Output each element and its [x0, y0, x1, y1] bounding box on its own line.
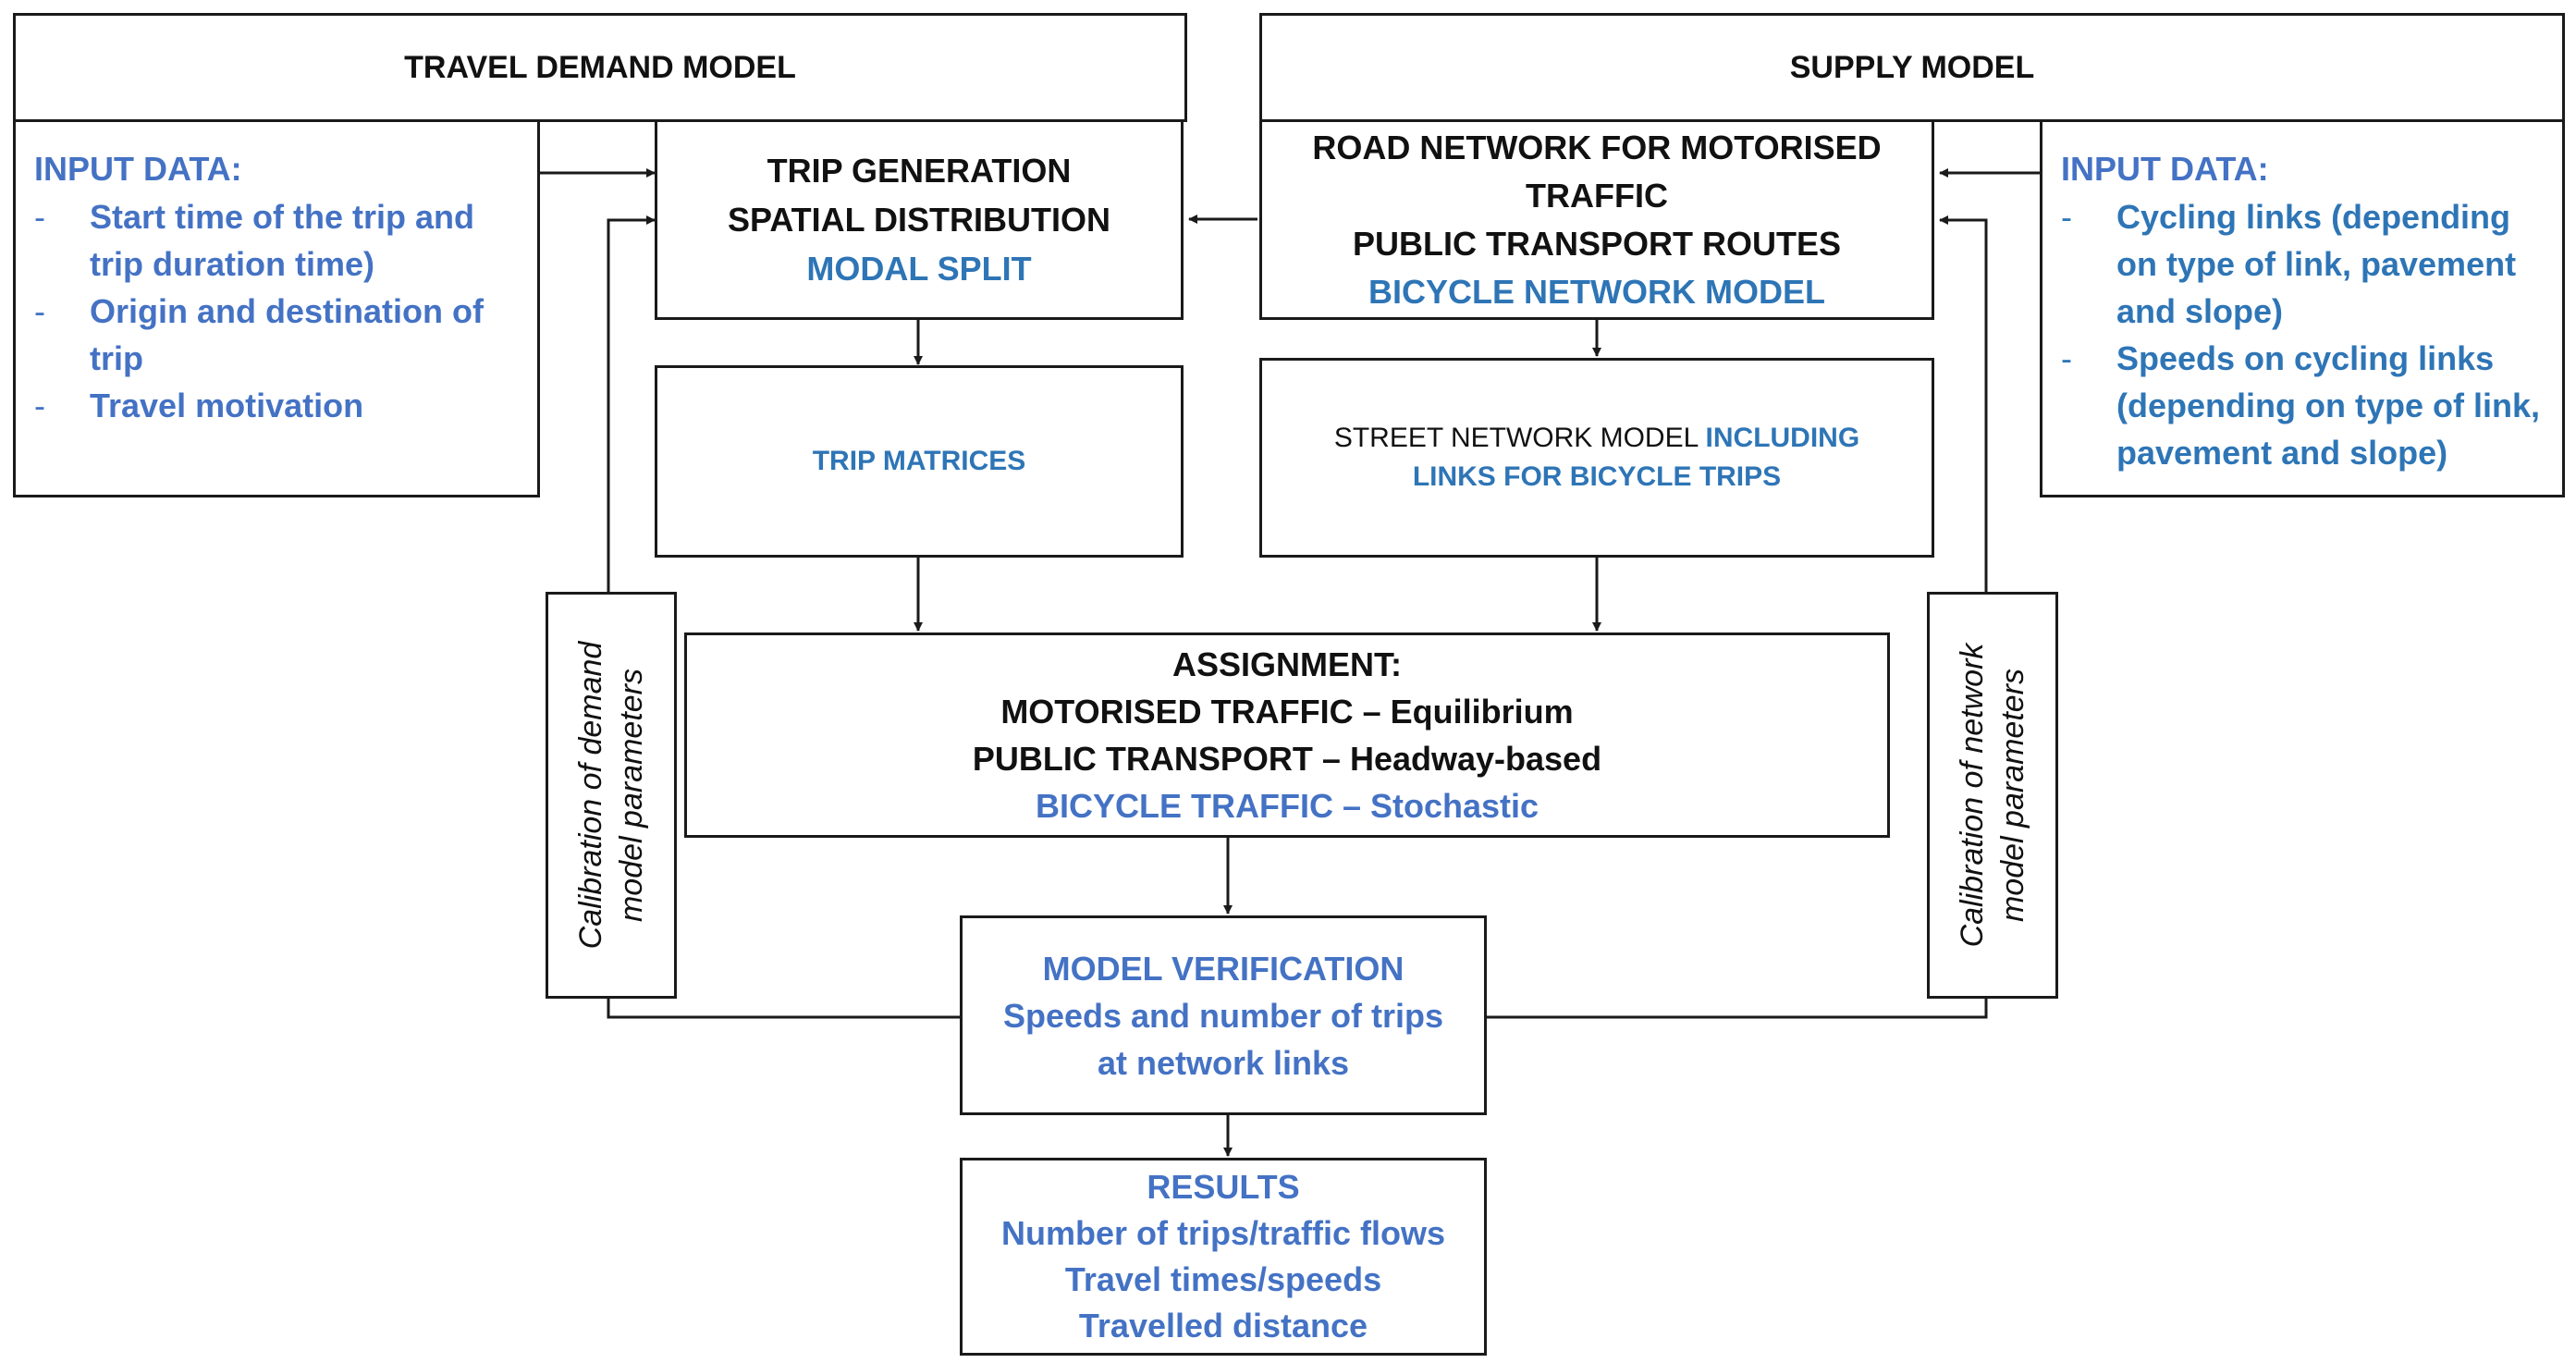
loop-network-calibration-up — [1939, 215, 1988, 592]
demand-input-item: Origin and destination of trip — [34, 288, 515, 382]
modal-split-label: MODAL SPLIT — [806, 250, 1032, 288]
loop-demand-calibration — [607, 997, 960, 1019]
demand-input-title: INPUT DATA: — [34, 150, 242, 188]
results-times: Travel times/speeds — [1064, 1260, 1382, 1298]
calibration-demand-label: Calibration of demand model parameters — [573, 641, 649, 950]
supply-model-title: SUPPLY MODEL — [1789, 49, 2035, 85]
street-network-label: STREET NETWORK MODEL — [1333, 423, 1706, 453]
trip-generation-box: TRIP GENERATION SPATIAL DISTRIBUTION MOD… — [655, 119, 1184, 320]
verification-links: at network links — [1097, 1043, 1350, 1082]
travel-demand-model-title: TRAVEL DEMAND MODEL — [404, 49, 796, 85]
calibration-demand-box: Calibration of demand model parameters — [546, 592, 677, 999]
road-network-line1: ROAD NETWORK FOR MOTORISED — [1312, 128, 1882, 166]
results-trips: Number of trips/traffic flows — [1000, 1214, 1446, 1252]
bicycle-links-label: INCLUDING LINKS FOR BICYCLE TRIPS — [1412, 423, 1860, 492]
loop-network-calibration — [1487, 997, 1988, 1019]
supply-input-title: INPUT DATA: — [2061, 150, 2269, 188]
loop-demand-calibration-up — [607, 215, 656, 592]
public-transport-routes-label: PUBLIC TRANSPORT ROUTES — [1352, 224, 1841, 263]
assignment-motorised: MOTORISED TRAFFIC – Equilibrium — [1000, 693, 1574, 731]
results-distance: Travelled distance — [1078, 1307, 1368, 1345]
trip-generation-label: TRIP GENERATION — [767, 152, 1072, 190]
road-network-box: ROAD NETWORK FOR MOTORISED TRAFFIC PUBLI… — [1259, 119, 1934, 320]
travel-demand-model-header: TRAVEL DEMAND MODEL — [13, 13, 1187, 122]
road-network-line2: TRAFFIC — [1526, 176, 1668, 215]
spatial-distribution-label: SPATIAL DISTRIBUTION — [728, 201, 1110, 239]
assignment-bicycle: BICYCLE TRAFFIC – Stochastic — [1035, 787, 1539, 825]
model-verification-title: MODEL VERIFICATION — [1042, 949, 1405, 988]
demand-input-item: Start time of the trip and trip duration… — [34, 193, 515, 288]
results-title: RESULTS — [1147, 1168, 1300, 1206]
assignment-title: ASSIGNMENT: — [1171, 645, 1402, 683]
verification-speeds: Speeds and number of trips — [1002, 996, 1444, 1035]
bicycle-network-model-label: BICYCLE NETWORK MODEL — [1368, 272, 1825, 311]
trip-matrices-label: TRIP MATRICES — [812, 446, 1026, 476]
calibration-network-box: Calibration of network model parameters — [1927, 592, 2058, 999]
supply-input-list: Cycling links (depending on type of link… — [2061, 193, 2562, 476]
demand-input-item: Travel motivation — [34, 382, 515, 429]
assignment-box: ASSIGNMENT: MOTORISED TRAFFIC – Equilibr… — [684, 632, 1890, 838]
assignment-public-transport: PUBLIC TRANSPORT – Headway-based — [972, 740, 1602, 778]
results-box: RESULTS Number of trips/traffic flows Tr… — [960, 1158, 1487, 1356]
supply-model-header: SUPPLY MODEL — [1259, 13, 2565, 122]
model-verification-box: MODEL VERIFICATION Speeds and number of … — [960, 915, 1487, 1115]
demand-input-list: Start time of the trip and trip duration… — [34, 193, 537, 429]
trip-matrices-box: TRIP MATRICES — [655, 365, 1184, 558]
calibration-network-label: Calibration of network model parameters — [1955, 643, 2030, 948]
street-network-box: STREET NETWORK MODEL INCLUDING LINKS FOR… — [1259, 358, 1934, 558]
supply-input-item: Cycling links (depending on type of link… — [2061, 193, 2560, 335]
supply-input-data: INPUT DATA: Cycling links (depending on … — [2040, 119, 2565, 497]
demand-input-data: INPUT DATA: Start time of the trip and t… — [13, 119, 540, 497]
supply-input-item: Speeds on cycling links (depending on ty… — [2061, 335, 2560, 476]
